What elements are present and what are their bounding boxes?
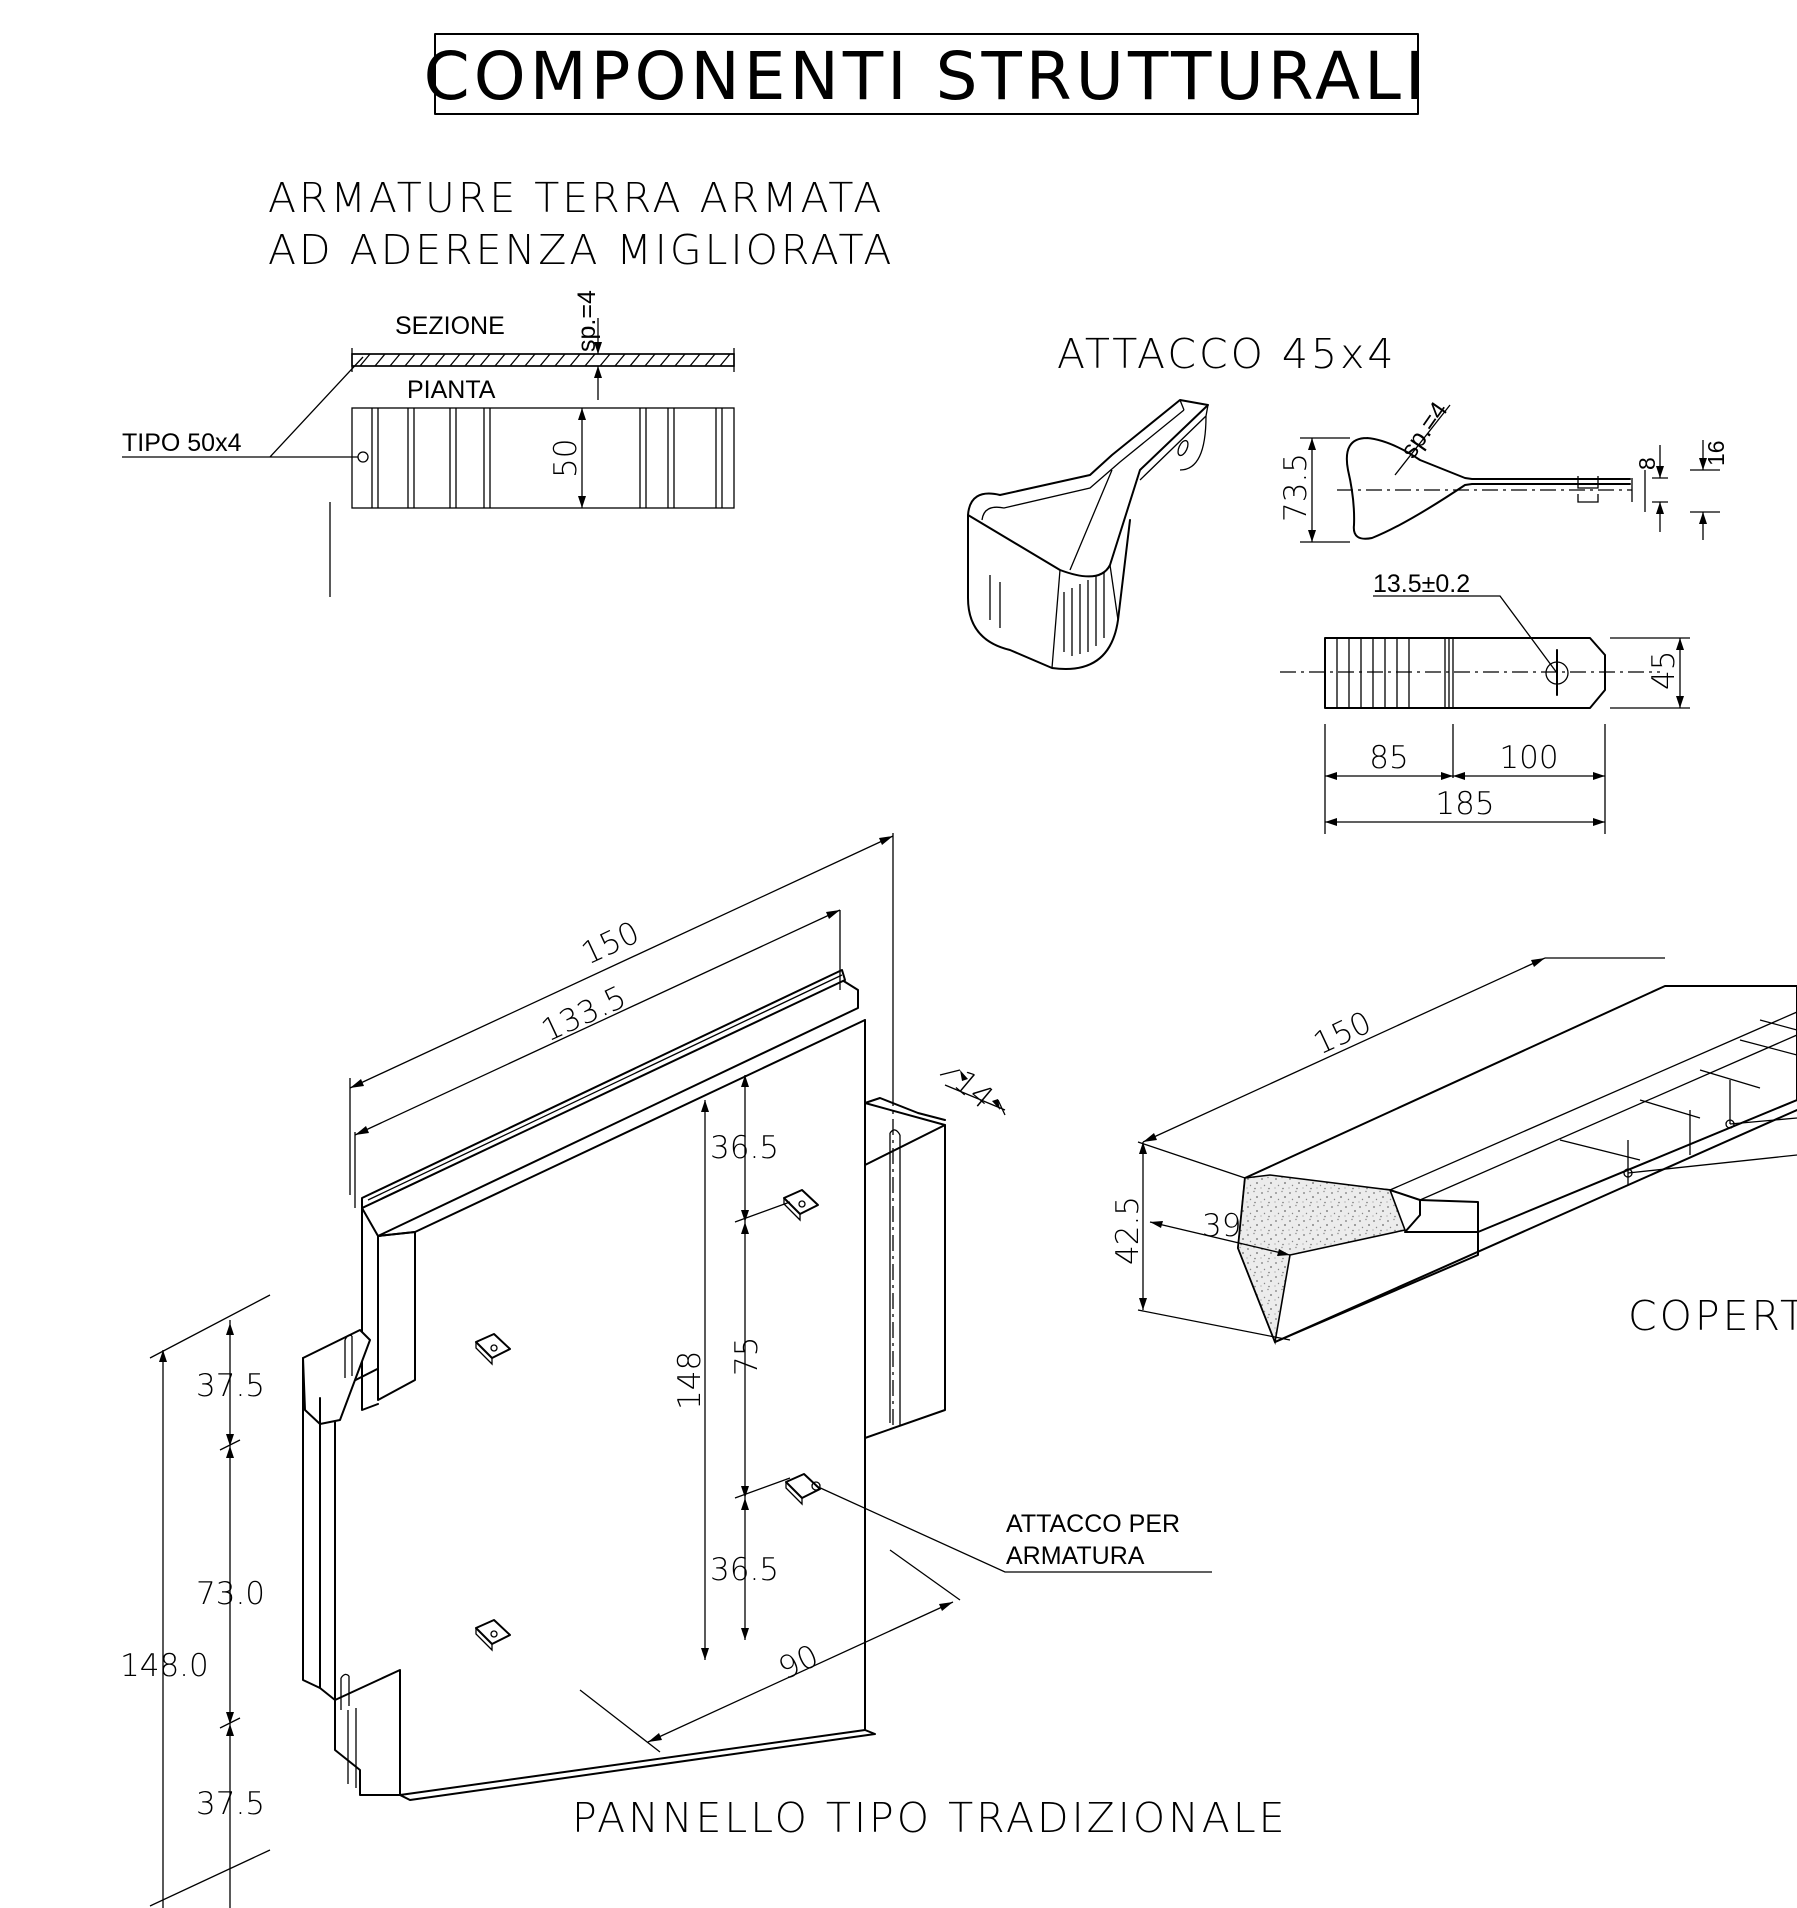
panel-isometric-view xyxy=(302,969,946,1801)
panel-attachment-2 xyxy=(475,1333,511,1366)
panel-attachment-1 xyxy=(783,1189,819,1222)
copertina-section: 150 42.5 39 COPERT xyxy=(1110,957,1797,1345)
panel-dim-150: 150 xyxy=(576,915,645,973)
panel-dim-133-5: 133.5 xyxy=(536,979,632,1049)
attacco-dim-8: 8 xyxy=(1634,457,1660,470)
attacco-section: ATTACCO 45x4 73.5 sp.=4 8 16 xyxy=(967,330,1729,834)
copertina-label: COPERT xyxy=(1628,1292,1797,1340)
panel-attachment-3 xyxy=(785,1473,821,1506)
armature-thickness-label: sp.=4 xyxy=(573,290,601,352)
attacco-width-dim: 45 xyxy=(1646,651,1682,690)
copertina-dim-150: 150 xyxy=(1308,1005,1377,1063)
page-title: COMPONENTI STRUTTURALI xyxy=(424,38,1429,115)
copertina-dim-42-5: 42.5 xyxy=(1110,1196,1146,1265)
attacco-heading: ATTACCO 45x4 xyxy=(1057,330,1396,378)
armature-width-dim: 50 xyxy=(548,439,584,478)
tipo-label: TIPO 50x4 xyxy=(122,429,242,457)
title-frame xyxy=(434,33,1419,115)
panel-callout-line2: ARMATURA xyxy=(1006,1542,1145,1570)
panel-dim-148-0: 148.0 xyxy=(120,1648,209,1684)
armature-plan-view xyxy=(351,407,735,509)
pianta-label: PIANTA xyxy=(407,376,496,404)
copertina-dim-39: 39 xyxy=(1202,1208,1241,1244)
panel-callout-line1: ATTACCO PER xyxy=(1006,1510,1180,1538)
armature-heading-line1: ARMATURE TERRA ARMATA xyxy=(268,174,884,222)
attacco-dim-85: 85 xyxy=(1369,740,1408,776)
armature-section-view xyxy=(351,348,735,372)
attacco-height-dim: 73.5 xyxy=(1278,453,1314,522)
attacco-dim-16: 16 xyxy=(1703,440,1729,466)
sezione-label: SEZIONE xyxy=(395,312,505,340)
title-block: COMPONENTI STRUTTURALI xyxy=(424,33,1429,115)
attacco-plan-view xyxy=(1280,637,1660,709)
panel-dim-148: 148 xyxy=(672,1351,708,1410)
attacco-dim-185: 185 xyxy=(1435,786,1494,822)
armature-heading-line2: AD ADERENZA MIGLIORATA xyxy=(268,226,894,274)
panel-dim-36-5-top: 36.5 xyxy=(710,1130,779,1166)
panel-caption: PANNELLO TIPO TRADIZIONALE xyxy=(572,1794,1288,1842)
panel-attachment-4 xyxy=(475,1619,511,1652)
panel-dim-37-5-top: 37.5 xyxy=(196,1368,265,1404)
armature-section: ARMATURE TERRA ARMATA AD ADERENZA MIGLIO… xyxy=(122,174,894,597)
attacco-side-view xyxy=(1337,437,1646,540)
panel-dim-73-0: 73.0 xyxy=(196,1576,265,1612)
panel-dim-75: 75 xyxy=(729,1337,765,1376)
attacco-isometric-view xyxy=(967,399,1209,670)
attacco-dim-100: 100 xyxy=(1499,740,1558,776)
copertina-isometric-view xyxy=(1237,985,1797,1345)
attacco-hole-dim: 13.5±0.2 xyxy=(1373,570,1470,598)
attacco-thickness-label: sp.=4 xyxy=(1395,397,1453,464)
pannello-section: 150 133.5 14 148 36.5 75 36.5 90 37.5 73… xyxy=(120,833,1288,1908)
panel-dim-36-5-bottom: 36.5 xyxy=(710,1552,779,1588)
panel-dim-37-5-bottom: 37.5 xyxy=(196,1786,265,1822)
